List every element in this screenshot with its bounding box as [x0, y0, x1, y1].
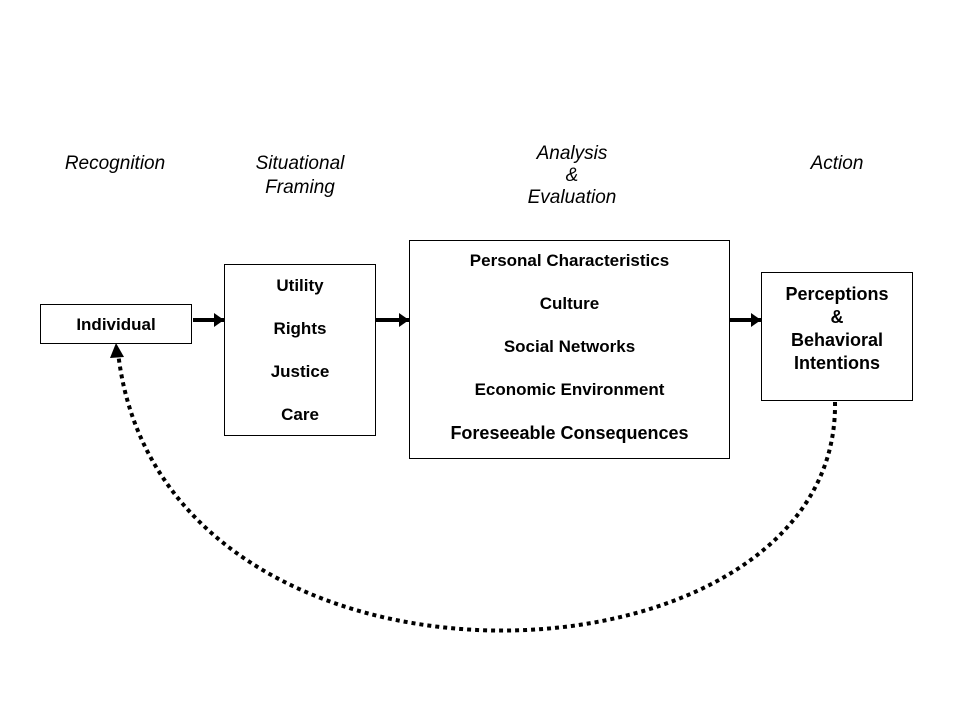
box-individual-label: Individual — [76, 315, 156, 334]
stage-label-text: Evaluation — [527, 187, 617, 208]
box-perceptions-intentions: Perceptions & Behavioral Intentions — [761, 272, 913, 401]
stage-label-text: & — [565, 165, 579, 186]
stage-label-text: Situational — [255, 153, 345, 174]
framework-item: Care — [281, 405, 319, 424]
arrow-head-analysis-to-action — [751, 313, 761, 327]
box-ethical-frameworks: Utility Rights Justice Care — [224, 264, 376, 436]
factor-item: Personal Characteristics — [469, 251, 670, 270]
action-item: Perceptions — [785, 284, 889, 304]
arrow-head-framing-to-analysis — [399, 313, 409, 327]
action-item: Behavioral — [790, 330, 884, 350]
factor-item: Foreseeable Consequences — [450, 423, 689, 443]
framework-item: Utility — [276, 276, 324, 295]
factor-item: Social Networks — [503, 337, 636, 356]
feedback-loop-dotted — [116, 351, 838, 633]
stage-label-text: Analysis — [536, 143, 608, 164]
box-individual: Individual — [40, 304, 192, 344]
action-item: & — [830, 307, 844, 327]
arrow-head-individual-to-framing — [214, 313, 224, 327]
factor-item: Culture — [539, 294, 600, 313]
framework-item: Justice — [270, 362, 330, 381]
factor-item: Economic Environment — [474, 380, 665, 399]
stage-label-analysis-evaluation: Analysis & Evaluation — [487, 142, 657, 210]
framework-item: Rights — [273, 319, 327, 338]
stage-label-recognition: Recognition — [40, 152, 190, 176]
stage-label-text: Action — [810, 153, 864, 174]
stage-label-situational-framing: Situational Framing — [225, 152, 375, 200]
action-item: Intentions — [794, 353, 880, 373]
stage-label-text: Recognition — [64, 153, 166, 174]
stage-label-text: Framing — [265, 177, 335, 198]
stage-label-action: Action — [762, 152, 912, 176]
box-influencing-factors: Personal Characteristics Culture Social … — [409, 240, 730, 459]
feedback-loop-arrow-head — [110, 343, 124, 358]
